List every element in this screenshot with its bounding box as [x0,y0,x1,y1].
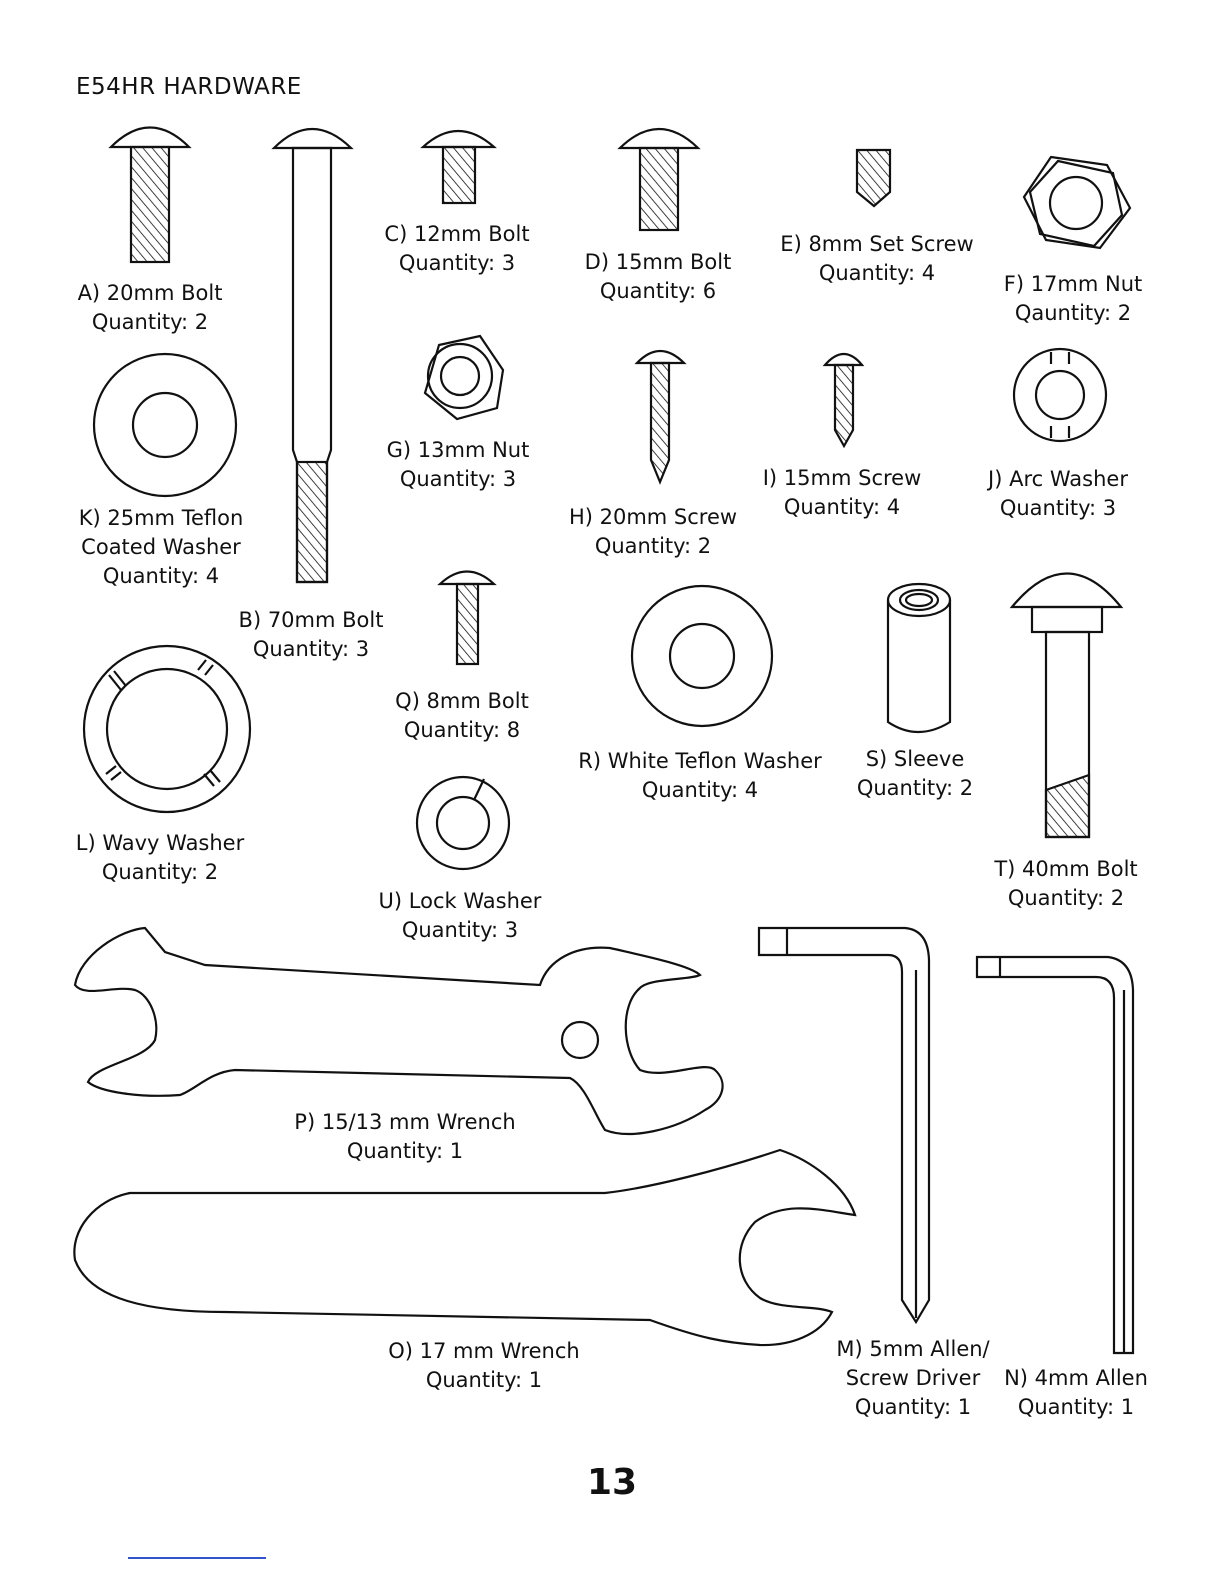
part-name: M) 5mm Allen/ [836,1337,990,1361]
part-label-t: T) 40mm Bolt Quantity: 2 [994,855,1137,913]
part-quantity: Qauntity: 2 [1014,301,1132,325]
part-quantity: Quantity: 2 [1007,886,1125,910]
part-label-q: Q) 8mm Bolt Quantity: 8 [395,687,529,745]
part-label-m: M) 5mm Allen/ Screw Driver Quantity: 1 [836,1335,989,1422]
part-quantity: Quantity: 3 [999,496,1117,520]
part-quantity: Quantity: 2 [856,776,974,800]
part-name: B) 70mm Bolt [238,608,384,632]
part-name: Q) 8mm Bolt [395,689,529,713]
wavy-washer-icon-l [82,644,252,814]
washer-icon-r-white-teflon [630,584,774,728]
part-name: G) 13mm Nut [386,438,530,462]
bolt-icon-a-20mm [108,126,192,264]
part-name: P) 15/13 mm Wrench [294,1110,516,1134]
part-quantity: Quantity: 3 [398,251,516,275]
nut-icon-g-13mm [423,334,505,421]
part-quantity: Quantity: 3 [399,467,517,491]
part-quantity: Quantity: 1 [1017,1395,1135,1419]
part-label-r: R) White Teflon Washer Quantity: 4 [578,747,822,805]
bolt-icon-t-40mm [1009,572,1124,839]
part-quantity: Quantity: 2 [91,310,209,334]
washer-icon-k-teflon [92,352,238,498]
part-name: L) Wavy Washer [75,831,245,855]
part-name: S) Sleeve [865,747,965,771]
part-name: I) 15mm Screw [762,466,922,490]
part-label-d: D) 15mm Bolt Quantity: 6 [585,248,732,306]
part-quantity: Quantity: 1 [425,1368,543,1392]
part-quantity: Quantity: 3 [401,918,519,942]
part-quantity: Quantity: 4 [102,564,220,588]
part-label-f: F) 17mm Nut Qauntity: 2 [1004,270,1143,328]
arc-washer-icon-j [1012,347,1108,443]
part-label-l: L) Wavy Washer Quantity: 2 [76,829,244,887]
part-description: Coated Washer [81,535,241,559]
part-label-a: A) 20mm Bolt Quantity: 2 [78,279,223,337]
bolt-icon-c-12mm [420,129,497,205]
part-label-j: J) Arc Washer Quantity: 3 [988,465,1128,523]
allen-key-icon-n-4mm [975,955,1135,1355]
part-name: U) Lock Washer [378,889,542,913]
part-label-u: U) Lock Washer Quantity: 3 [379,887,542,945]
part-quantity: Quantity: 4 [783,495,901,519]
part-name: J) Arc Washer [988,467,1128,491]
lock-washer-icon-u [415,775,511,871]
part-name: R) White Teflon Washer [578,749,822,773]
part-name: D) 15mm Bolt [584,250,732,274]
bolt-icon-q-8mm [437,570,497,666]
part-name: A) 20mm Bolt [77,281,223,305]
part-label-s: S) Sleeve Quantity: 2 [857,745,973,803]
part-label-g: G) 13mm Nut Quantity: 3 [387,436,530,494]
wrench-icon-o-17mm [73,1148,857,1347]
part-name: T) 40mm Bolt [994,857,1138,881]
part-label-b: B) 70mm Bolt Quantity: 3 [239,606,384,664]
set-screw-icon-e [855,148,892,208]
part-name: E) 8mm Set Screw [780,232,974,256]
part-quantity: Quantity: 4 [818,261,936,285]
part-name: F) 17mm Nut [1003,272,1143,296]
part-name: K) 25mm Teflon [78,506,244,530]
part-label-n: N) 4mm Allen Quantity: 1 [1004,1364,1148,1422]
page-number: 13 [586,1462,638,1503]
part-name: H) 20mm Screw [568,505,738,529]
part-quantity: Quantity: 1 [346,1139,464,1163]
part-name: O) 17 mm Wrench [388,1339,580,1363]
wrench-icon-p-15-13mm [73,926,724,1136]
part-quantity: Quantity: 4 [641,778,759,802]
page-title: E54HR HARDWARE [76,74,302,100]
part-name: C) 12mm Bolt [384,222,530,246]
part-label-e: E) 8mm Set Screw Quantity: 4 [780,230,973,288]
screw-icon-i-15mm [822,352,865,449]
allen-key-icon-m-5mm [757,926,931,1325]
screw-icon-h-20mm [634,349,687,485]
part-name: N) 4mm Allen [1004,1366,1148,1390]
part-quantity: Quantity: 6 [599,279,717,303]
bolt-icon-d-15mm [617,127,701,232]
part-quantity: Quantity: 3 [252,637,370,661]
part-label-h: H) 20mm Screw Quantity: 2 [569,503,737,561]
footer-rule [128,1557,266,1559]
nut-icon-f-17mm [1022,155,1132,250]
part-label-p: P) 15/13 mm Wrench Quantity: 1 [294,1108,515,1166]
part-quantity: Quantity: 1 [854,1395,972,1419]
sleeve-icon-s [886,582,952,733]
bolt-icon-b-70mm [271,127,354,584]
part-quantity: Quantity: 2 [101,860,219,884]
part-label-i: I) 15mm Screw Quantity: 4 [763,464,922,522]
part-quantity: Quantity: 8 [403,718,521,742]
part-label-o: O) 17 mm Wrench Quantity: 1 [388,1337,579,1395]
part-description: Screw Driver [845,1366,981,1390]
part-label-k: K) 25mm Teflon Coated Washer Quantity: 4 [79,504,244,591]
part-label-c: C) 12mm Bolt Quantity: 3 [384,220,529,278]
part-quantity: Quantity: 2 [594,534,712,558]
